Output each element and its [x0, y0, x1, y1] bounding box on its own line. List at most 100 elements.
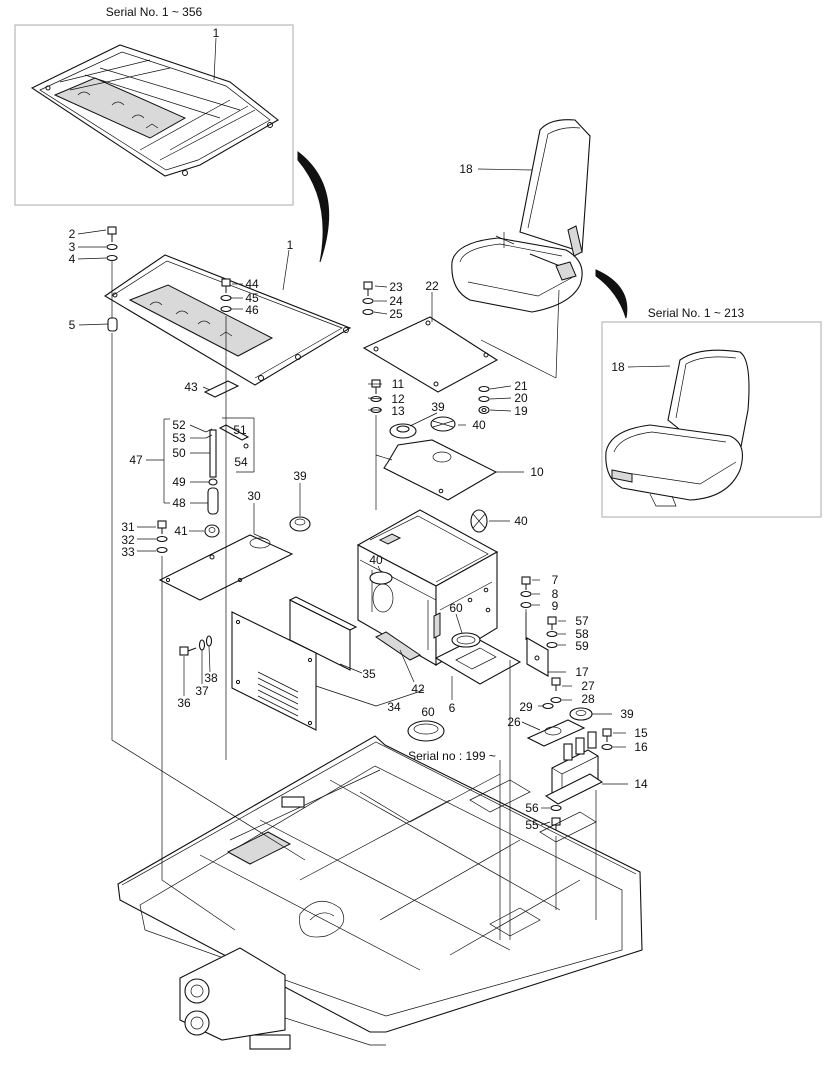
seat-stand-box [356, 509, 499, 666]
callout-17: 17 [575, 665, 589, 679]
callout-18-inset: 18 [611, 360, 625, 374]
callout-40-box: 40 [369, 553, 383, 567]
callout-1-inset: 1 [213, 26, 220, 40]
callout-49: 49 [172, 475, 186, 489]
callout-12: 12 [391, 392, 405, 406]
operator-seat [451, 119, 591, 313]
callout-22: 22 [425, 279, 439, 293]
callout-27: 27 [581, 679, 595, 693]
callout-19: 19 [514, 404, 528, 418]
callout-57: 57 [575, 614, 589, 628]
lever-assembly-47 [205, 424, 250, 515]
callout-6: 6 [449, 701, 456, 715]
callout-54: 54 [234, 455, 248, 469]
callout-11: 11 [392, 377, 405, 391]
inset-note: Serial no : 199 ~ [408, 749, 496, 763]
callout-1: 1 [287, 238, 294, 252]
leader-lines [77, 37, 671, 940]
callout-60-box: 60 [449, 601, 463, 615]
callout-24: 24 [389, 294, 403, 308]
inset-left: Serial No. 1 ~ 356 [14, 5, 294, 206]
callout-52: 52 [172, 418, 186, 432]
inset-right: Serial No. 1 ~ 213 [601, 306, 822, 518]
callout-47: 47 [129, 453, 143, 467]
callout-41: 41 [174, 524, 188, 538]
bracket-26 [526, 719, 586, 747]
callout-7: 7 [552, 573, 559, 587]
fastener-group-31-33 [156, 520, 168, 554]
callout-50: 50 [172, 446, 186, 460]
plate-6 [434, 632, 522, 685]
callout-30: 30 [247, 489, 261, 503]
bracket-42 [375, 631, 421, 661]
callout-55: 55 [525, 818, 539, 832]
grommet-39-right [569, 707, 593, 721]
callout-8: 8 [552, 587, 559, 601]
callout-28: 28 [581, 692, 595, 706]
callout-labels: 1 1 2 3 4 5 6 7 8 9 10 11 12 13 14 15 16… [69, 26, 648, 832]
fastener-group-2-5 [106, 226, 118, 332]
upper-frame [117, 735, 643, 1050]
callout-48: 48 [172, 496, 186, 510]
callout-60-note: 60 [421, 705, 435, 719]
callout-44: 44 [245, 277, 259, 291]
bracket-43 [203, 380, 240, 398]
fastener-group-23-25 [362, 281, 374, 316]
callout-16: 16 [634, 740, 648, 754]
fastener-group-57-59 [546, 616, 558, 649]
panel-34 [231, 611, 317, 731]
callout-20: 20 [514, 391, 528, 405]
callout-51: 51 [233, 423, 247, 437]
callout-32: 32 [121, 533, 135, 547]
callout-2: 2 [69, 227, 76, 241]
callout-58: 58 [575, 627, 589, 641]
callout-39-top: 39 [431, 400, 445, 414]
fastener-group-36-38 [179, 635, 213, 656]
callout-15: 15 [634, 726, 648, 740]
callout-56: 56 [525, 801, 539, 815]
callout-23: 23 [389, 280, 403, 294]
callout-36: 36 [177, 696, 191, 710]
relay-block-14 [544, 731, 604, 805]
callout-33: 33 [121, 545, 135, 559]
fastener-group-27-29 [542, 677, 562, 710]
callout-37: 37 [195, 684, 209, 698]
seal-60-note: Serial no : 199 ~ [407, 720, 496, 763]
callout-3: 3 [69, 240, 76, 254]
bracket-17 [526, 637, 549, 677]
fastener-group-55-56 [550, 804, 562, 834]
callout-14: 14 [634, 777, 648, 791]
callout-35: 35 [362, 667, 376, 681]
callout-53: 53 [172, 431, 186, 445]
callout-59: 59 [575, 639, 589, 653]
inset-left-title: Serial No. 1 ~ 356 [106, 5, 203, 19]
grommets-top [389, 416, 456, 439]
callout-39-right: 39 [620, 707, 634, 721]
callout-10: 10 [530, 465, 544, 479]
callout-42: 42 [411, 682, 425, 696]
callout-5: 5 [69, 318, 76, 332]
grommet-41 [204, 524, 220, 538]
callout-40-top: 40 [472, 418, 486, 432]
cover-plate-22 [362, 316, 499, 393]
fastener-group-19-21 [478, 385, 490, 415]
callout-25: 25 [389, 307, 403, 321]
callout-9: 9 [552, 599, 559, 613]
grommet-39-left [289, 516, 311, 532]
callout-38: 38 [204, 671, 218, 685]
callout-4: 4 [69, 252, 76, 266]
callout-21: 21 [514, 379, 528, 393]
callout-26: 26 [507, 715, 521, 729]
plate-10 [383, 439, 498, 501]
inset-right-title: Serial No. 1 ~ 213 [648, 306, 745, 320]
fastener-group-15-16 [601, 728, 613, 751]
callout-46: 46 [245, 303, 259, 317]
fastener-group-11-13 [370, 379, 382, 414]
callout-43: 43 [184, 380, 198, 394]
callout-31: 31 [121, 520, 135, 534]
callout-45: 45 [245, 291, 259, 305]
callout-18-seat: 18 [459, 162, 473, 176]
callout-29: 29 [519, 700, 533, 714]
